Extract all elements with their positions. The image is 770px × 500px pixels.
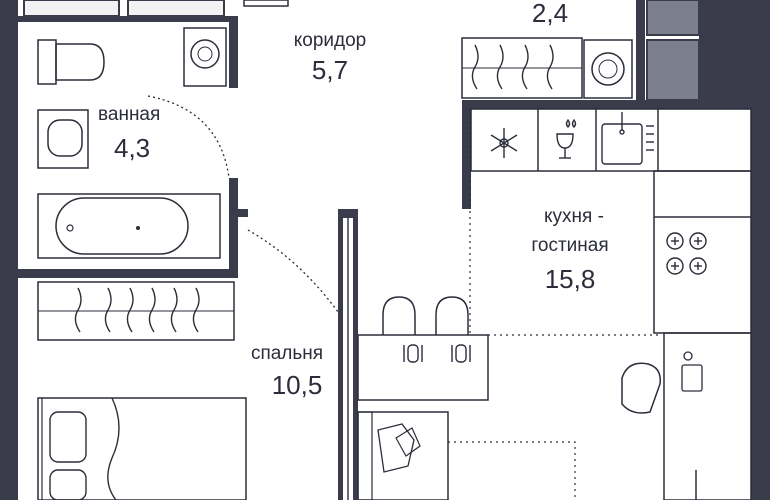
table-setting-1 [403,344,423,363]
bed-pillow-1 [49,411,87,463]
stove-icon [666,232,707,275]
kitchen-counter-side [653,170,752,334]
wall-right-inner [699,0,751,100]
desk-laptop [681,364,703,392]
sink-counter [37,109,89,169]
desk-chair [621,362,661,414]
sofa-cushion-2 [395,427,421,457]
storage-hanger-2 [496,44,504,90]
kitchen-living-name: кухня - [544,206,604,227]
bathroom-washer [183,27,227,87]
window-top-left-2 [127,0,225,17]
room-label-bathroom: ванная 4,3 [84,104,194,164]
entry-door-frame [243,0,289,7]
storage-washer-drum [591,52,625,86]
dining-chair-1 [382,296,416,335]
table-setting-2 [451,344,471,363]
bedroom-door-swing [247,229,339,313]
sink-basin [47,119,83,157]
wall-right-exterior [751,0,770,500]
wardrobe-hanger-2 [104,287,112,333]
bathroom-washer-inner [197,46,213,62]
window-top-left-1 [23,0,120,17]
bathtub-faucet [136,226,140,230]
toilet-bowl [55,43,105,81]
storage-washer [583,39,633,99]
bed [37,397,247,500]
wardrobe-hanger-6 [192,287,200,333]
bathtub-basin [55,197,189,255]
wall-storage-bottom [462,100,751,109]
storage-washer-inner [598,59,618,79]
bed-pillow-2 [49,469,87,500]
bathroom-door-swing [147,95,230,179]
wardrobe-hanger-4 [148,287,156,333]
room-label-kitchen-living: кухня - гостиная 15,8 [505,206,635,295]
wardrobe-hanger-3 [126,287,134,333]
wall-top-left-cap [18,16,238,22]
dining-chair-2 [435,296,469,335]
wall-left-exterior [0,0,18,500]
rug-outline [448,441,576,500]
bed-blanket-fold [107,397,120,500]
bathtub-drain [66,224,74,232]
wall-bathroom-right-lower [229,178,238,278]
room-label-storage: 2,4 [520,0,580,29]
storage-area: 2,4 [531,0,569,28]
bathroom-area: 4,3 [114,132,151,163]
room-label-corridor: коридор 5,7 [270,30,390,86]
window-right-2 [646,39,700,101]
storage-hanger-1 [471,44,479,90]
kitchen-living-area: 15,8 [544,263,596,294]
corridor-area: 5,7 [311,54,349,85]
bathroom-name: ванная [98,104,161,125]
wardrobe-hanger-5 [170,287,178,333]
wall-door-stub [238,209,248,217]
dining-table [357,334,489,401]
bathroom-washer-drum [190,39,220,69]
wall-bathroom-right-upper [229,22,238,88]
bedroom-area: 10,5 [271,369,323,400]
bathtub [37,193,221,259]
toilet-tank [37,39,57,85]
sofa-cushion [377,423,415,473]
kitchen-living-name-2: гостиная [531,234,609,256]
wall-storage-right [636,0,645,100]
corridor-name: коридор [293,30,367,51]
wall-kitchen-left-stub [462,109,471,209]
sofa-back [357,411,373,500]
dishwasher-icon [556,118,577,159]
storage-hanger-4 [546,44,554,90]
wardrobe-hanger-1 [74,287,82,333]
storage-hanger-3 [521,44,529,90]
room-label-bedroom: спальня 10,5 [232,343,342,401]
desk [663,332,752,500]
wall-bathroom-bottom [18,269,238,278]
desk-lamp [683,351,693,361]
window-right-1 [646,0,700,36]
kitchen-counter-top [470,108,752,172]
freezer-icon [490,128,518,158]
bedroom-name: спальня [250,343,324,364]
kitchen-sink-icon [601,112,654,165]
